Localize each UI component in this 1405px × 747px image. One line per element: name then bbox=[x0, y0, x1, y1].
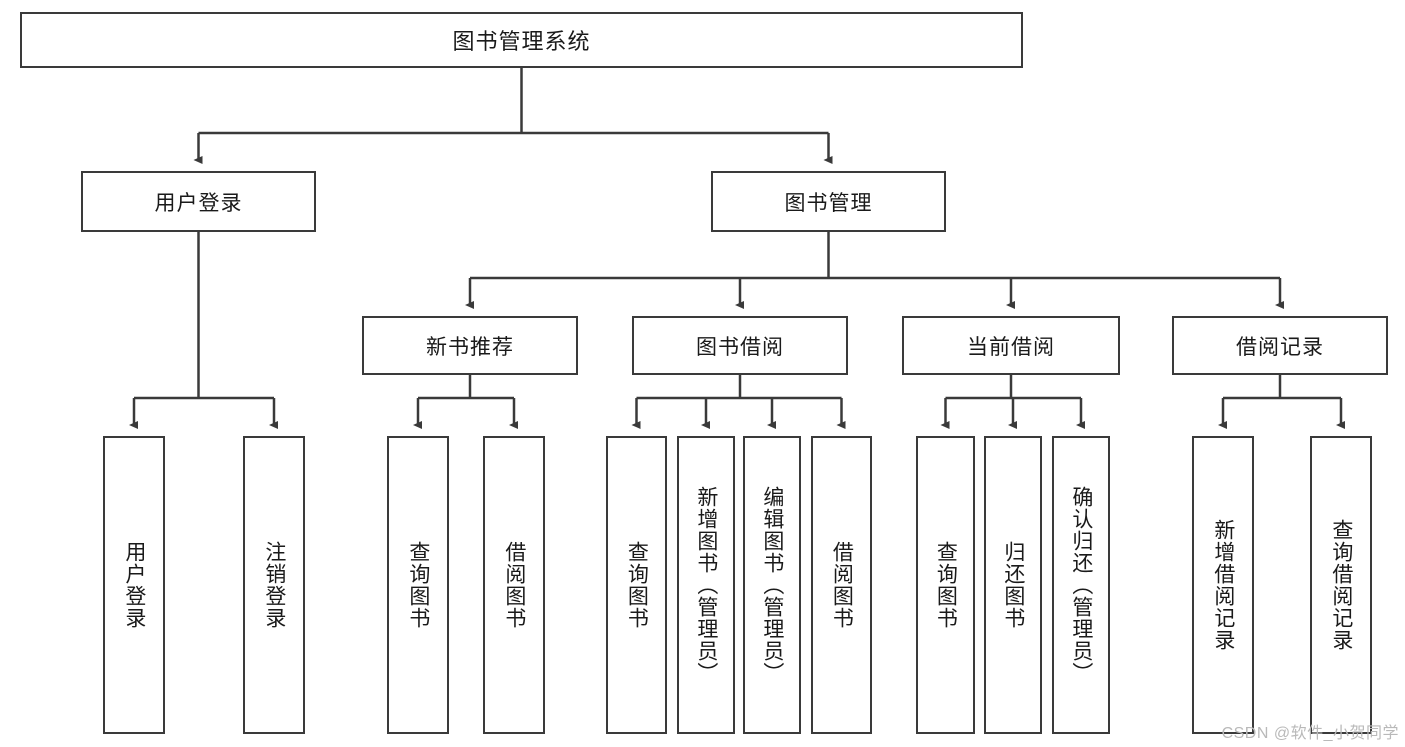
node-leaf-confirm-return[interactable]: 确认归还（管理员） bbox=[1052, 436, 1110, 734]
node-new-book-recommend[interactable]: 新书推荐 bbox=[362, 316, 578, 375]
watermark: CSDN @软件_小贺同学 bbox=[1221, 725, 1399, 742]
node-leaf-add-book[interactable]: 新增图书（管理员） bbox=[677, 436, 735, 734]
node-leaf-logout[interactable]: 注销登录 bbox=[243, 436, 305, 734]
node-leaf-query-book-1-label: 查询图书 bbox=[406, 541, 430, 629]
node-book-borrow-label: 图书借阅 bbox=[696, 335, 784, 359]
node-leaf-query-book-2-label: 查询图书 bbox=[625, 541, 649, 629]
node-leaf-logout-label: 注销登录 bbox=[262, 541, 286, 629]
node-leaf-add-record[interactable]: 新增借阅记录 bbox=[1192, 436, 1254, 734]
node-leaf-return-book[interactable]: 归还图书 bbox=[984, 436, 1042, 734]
node-borrow-record[interactable]: 借阅记录 bbox=[1172, 316, 1388, 375]
node-user-login[interactable]: 用户登录 bbox=[81, 171, 316, 232]
node-leaf-query-book-3-label: 查询图书 bbox=[934, 541, 958, 629]
node-leaf-user-login-label: 用户登录 bbox=[122, 541, 146, 629]
node-leaf-return-book-label: 归还图书 bbox=[1001, 541, 1025, 629]
node-leaf-user-login[interactable]: 用户登录 bbox=[103, 436, 165, 734]
node-current-borrow-label: 当前借阅 bbox=[967, 335, 1055, 359]
node-leaf-query-book-2[interactable]: 查询图书 bbox=[606, 436, 667, 734]
node-leaf-add-book-label: 新增图书（管理员） bbox=[694, 486, 718, 684]
node-leaf-query-book-1[interactable]: 查询图书 bbox=[387, 436, 449, 734]
node-leaf-query-book-3[interactable]: 查询图书 bbox=[916, 436, 975, 734]
node-leaf-borrow-book-1-label: 借阅图书 bbox=[502, 541, 526, 629]
node-leaf-query-record-label: 查询借阅记录 bbox=[1329, 519, 1353, 651]
node-user-login-label: 用户登录 bbox=[154, 191, 243, 215]
node-book-manage-label: 图书管理 bbox=[784, 191, 873, 215]
node-root[interactable]: 图书管理系统 bbox=[20, 12, 1023, 68]
node-current-borrow[interactable]: 当前借阅 bbox=[902, 316, 1120, 375]
node-book-manage[interactable]: 图书管理 bbox=[711, 171, 946, 232]
node-new-book-recommend-label: 新书推荐 bbox=[426, 335, 514, 359]
node-leaf-add-record-label: 新增借阅记录 bbox=[1211, 519, 1235, 651]
node-leaf-borrow-book-1[interactable]: 借阅图书 bbox=[483, 436, 545, 734]
node-leaf-edit-book[interactable]: 编辑图书（管理员） bbox=[743, 436, 801, 734]
node-borrow-record-label: 借阅记录 bbox=[1236, 335, 1324, 359]
node-leaf-borrow-book-2[interactable]: 借阅图书 bbox=[811, 436, 872, 734]
node-root-label: 图书管理系统 bbox=[452, 29, 591, 54]
node-book-borrow[interactable]: 图书借阅 bbox=[632, 316, 848, 375]
node-leaf-edit-book-label: 编辑图书（管理员） bbox=[760, 486, 784, 684]
node-leaf-borrow-book-2-label: 借阅图书 bbox=[830, 541, 854, 629]
node-leaf-query-record[interactable]: 查询借阅记录 bbox=[1310, 436, 1372, 734]
node-leaf-confirm-return-label: 确认归还（管理员） bbox=[1069, 486, 1093, 684]
